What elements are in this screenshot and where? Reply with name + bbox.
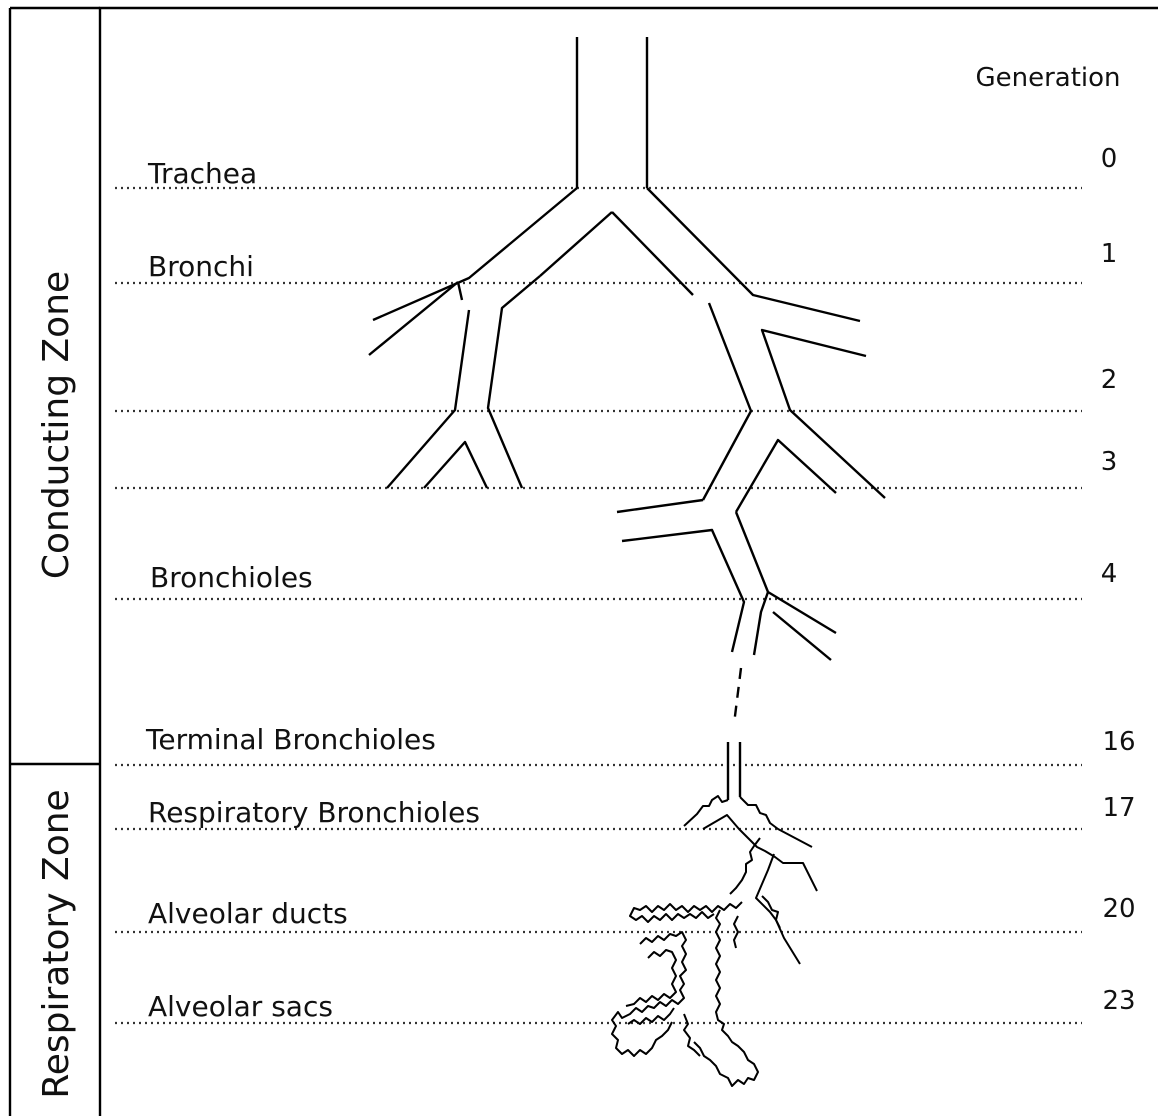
generation-number-alveolar-sacs: 23: [1102, 986, 1135, 1016]
label-terminal-bronchioles: Terminal Bronchioles: [145, 723, 436, 756]
label-respiratory-bronchioles: Respiratory Bronchioles: [148, 796, 480, 829]
conducting-zone-label: Conducting Zone: [36, 271, 77, 579]
dashed-continuation: [734, 668, 741, 724]
label-bronchioles: Bronchioles: [150, 561, 313, 594]
respiratory-bronchioles: [684, 796, 817, 964]
generation-number-terminal-bronchioles: 16: [1102, 727, 1135, 757]
generation-number-respiratory-bronchioles: 17: [1102, 793, 1135, 823]
generation-header: Generation: [975, 63, 1120, 93]
label-alveolar-sacs: Alveolar sacs: [148, 990, 333, 1023]
terminal-bronchiole: [728, 742, 740, 800]
label-bronchi: Bronchi: [148, 250, 254, 283]
alveolar-ducts-and-sacs: [612, 902, 758, 1086]
airway-tree: [369, 37, 885, 1086]
trachea-tube: [577, 37, 647, 188]
label-alveolar-ducts: Alveolar ducts: [148, 897, 348, 930]
level-labels: Trachea Bronchi Bronchioles Terminal Bro…: [145, 157, 480, 1023]
generation-number-trachea: 0: [1101, 144, 1118, 174]
generation-number-bronchioles: 4: [1101, 559, 1118, 589]
respiratory-zone-label: Respiratory Zone: [36, 789, 77, 1098]
label-trachea: Trachea: [147, 157, 257, 190]
generation-number-gen2: 2: [1101, 365, 1118, 395]
generation-numbers: 0 1 2 3 4 16 17 20 23: [1101, 144, 1136, 1016]
generation-number-alveolar-ducts: 20: [1102, 894, 1135, 924]
generation-number-gen3: 3: [1101, 447, 1118, 477]
bronchiole-tubes: [617, 500, 836, 660]
generation-number-bronchi: 1: [1101, 239, 1118, 269]
right-bronchus: [703, 303, 885, 512]
left-bronchus: [369, 276, 540, 488]
main-bronchi: [373, 188, 860, 321]
